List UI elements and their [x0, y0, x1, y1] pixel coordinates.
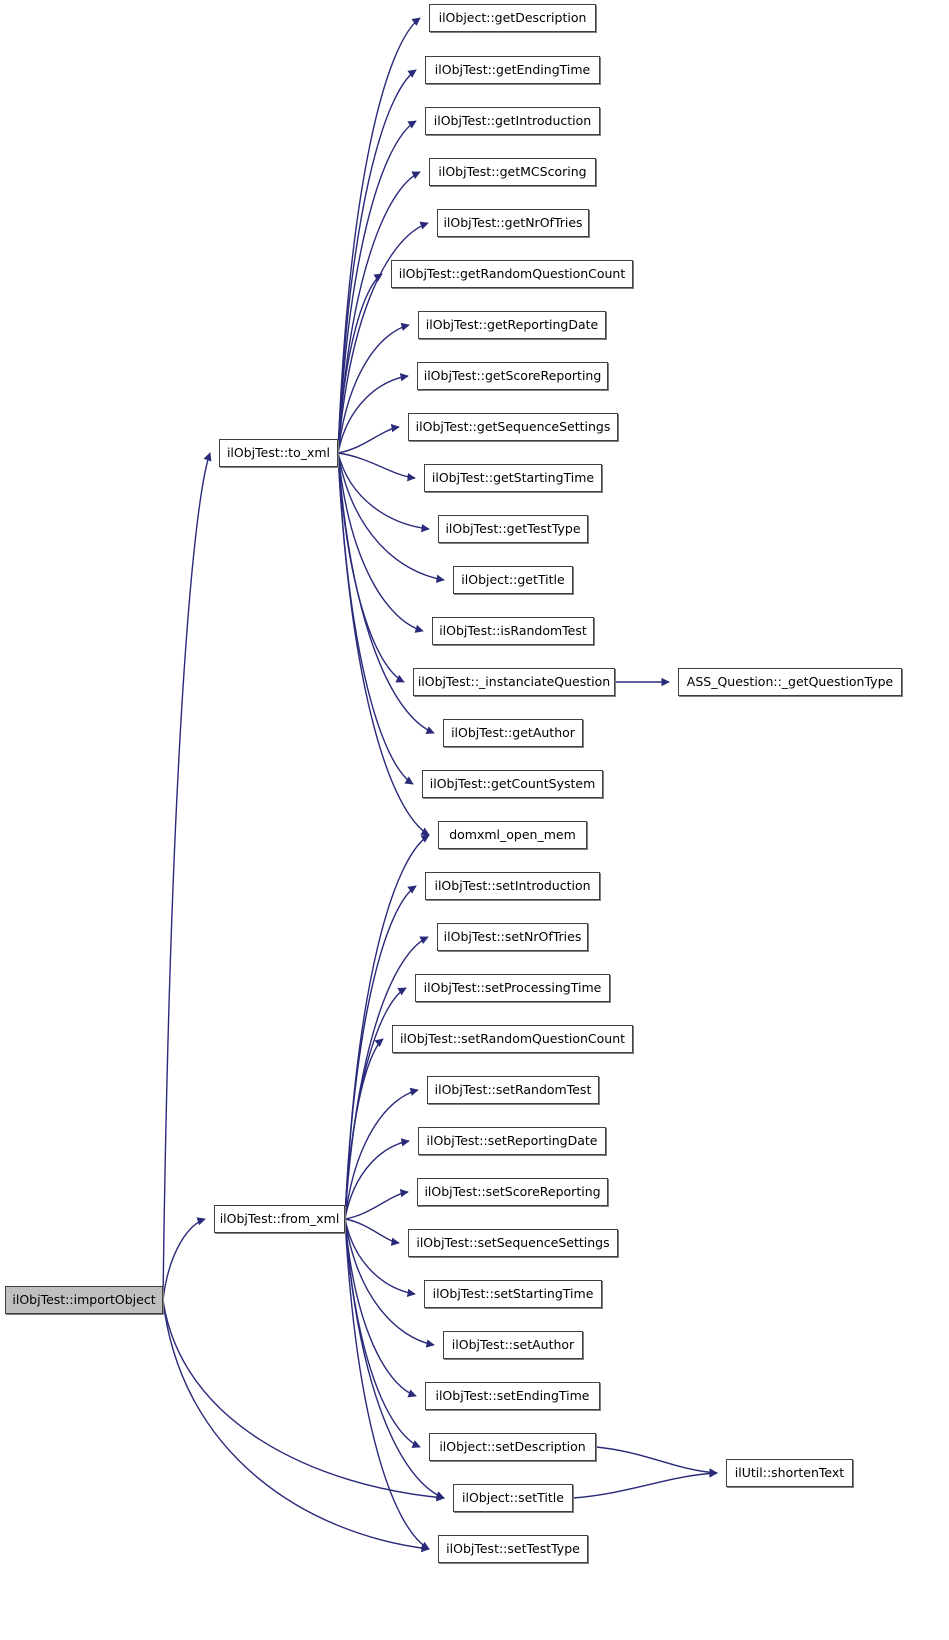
graph-edge-importObject-to-setTitle: [162, 1299, 445, 1502]
graph-edge-to_xml-to-getScoreReporting: [337, 373, 409, 454]
graph-node-setStartingTime[interactable]: ilObjTest::setStartingTime: [424, 1280, 602, 1308]
graph-node-label: ilObjTest::getTestType: [445, 520, 581, 536]
graph-node-domxml_open_mem[interactable]: domxml_open_mem: [438, 821, 587, 849]
graph-edge-to_xml-to-getReportingDate: [337, 322, 410, 454]
graph-edge-setDescription-to-shortenText: [595, 1446, 718, 1477]
graph-edge-to_xml-to-getCountSystem: [337, 452, 414, 785]
graph-node-getAuthor[interactable]: ilObjTest::getAuthor: [443, 719, 583, 747]
graph-node-label: ilObjTest::setRandomTest: [434, 1081, 592, 1097]
graph-node-setNrOfTries[interactable]: ilObjTest::setNrOfTries: [437, 923, 588, 951]
graph-node-shortenText[interactable]: ilUtil::shortenText: [726, 1459, 853, 1487]
graph-node-getCountSystem[interactable]: ilObjTest::getCountSystem: [422, 770, 603, 798]
graph-edge-setTitle-to-shortenText: [572, 1469, 718, 1499]
graph-node-label: ilObjTest::getSequenceSettings: [415, 418, 611, 434]
graph-node-setScoreReporting[interactable]: ilObjTest::setScoreReporting: [417, 1178, 608, 1206]
graph-edge-from_xml-to-setRandomQuestionCount: [344, 1038, 384, 1220]
graph-node-setEndingTime[interactable]: ilObjTest::setEndingTime: [425, 1382, 600, 1410]
graph-node-to_xml[interactable]: ilObjTest::to_xml: [219, 439, 338, 467]
graph-edge-to_xml-to-getStartingTime: [337, 452, 416, 482]
graph-edge-to_xml-to-getSequenceSettings: [337, 423, 400, 454]
graph-node-label: ilObjTest::getNrOfTries: [443, 214, 583, 230]
graph-node-label: ilUtil::shortenText: [734, 1464, 845, 1480]
graph-node-label: ilObject::setDescription: [439, 1438, 586, 1454]
graph-edge-to_xml-to-isRandomTest: [337, 452, 424, 633]
graph-node-label: ilObjTest::to_xml: [226, 444, 331, 460]
graph-node-label: ilObjTest::setScoreReporting: [424, 1183, 601, 1199]
graph-edge-importObject-to-to_xml: [162, 452, 212, 1301]
graph-node-label: ilObjTest::getStartingTime: [431, 469, 595, 485]
graph-edge-to_xml-to-getMCScoring: [337, 171, 421, 454]
graph-node-getEndingTime[interactable]: ilObjTest::getEndingTime: [425, 56, 600, 84]
graph-node-label: ilObjTest::setAuthor: [451, 1336, 575, 1352]
graph-edge-from_xml-to-setEndingTime: [344, 1218, 417, 1398]
graph-node-label: ilObjTest::getScoreReporting: [423, 367, 602, 383]
graph-node-_getQuestionType[interactable]: ASS_Question::_getQuestionType: [678, 668, 902, 696]
graph-edge-from_xml-to-setScoreReporting: [344, 1188, 409, 1220]
graph-edge-importObject-to-setTestType: [162, 1299, 430, 1553]
graph-node-label: ilObjTest::setSequenceSettings: [416, 1234, 610, 1250]
graph-node-label: ilObjTest::setReportingDate: [426, 1132, 598, 1148]
graph-node-getStartingTime[interactable]: ilObjTest::getStartingTime: [424, 464, 602, 492]
graph-node-getScoreReporting[interactable]: ilObjTest::getScoreReporting: [417, 362, 608, 390]
graph-edge-to_xml-to-_instanciateQuestion: [337, 452, 405, 683]
graph-edge-from_xml-to-setStartingTime: [344, 1218, 416, 1297]
graph-node-label: ilObjTest::setEndingTime: [435, 1387, 590, 1403]
graph-node-label: ilObjTest::_instanciateQuestion: [417, 673, 611, 689]
graph-node-setReportingDate[interactable]: ilObjTest::setReportingDate: [418, 1127, 606, 1155]
graph-node-isRandomTest[interactable]: ilObjTest::isRandomTest: [432, 617, 594, 645]
graph-node-label: ilObject::setTitle: [462, 1489, 564, 1505]
graph-node-setIntroduction[interactable]: ilObjTest::setIntroduction: [425, 872, 600, 900]
graph-node-setRandomQuestionCount[interactable]: ilObjTest::setRandomQuestionCount: [392, 1025, 633, 1053]
graph-node-label: ilObjTest::setIntroduction: [434, 877, 591, 893]
graph-node-setTestType[interactable]: ilObjTest::setTestType: [438, 1535, 588, 1563]
graph-node-label: ilObjTest::setStartingTime: [432, 1285, 594, 1301]
graph-node-getReportingDate[interactable]: ilObjTest::getReportingDate: [418, 311, 606, 339]
graph-node-label: ASS_Question::_getQuestionType: [686, 673, 894, 689]
graph-node-label: ilObjTest::isRandomTest: [439, 622, 587, 638]
graph-edge-importObject-to-from_xml: [162, 1217, 206, 1301]
graph-node-setSequenceSettings[interactable]: ilObjTest::setSequenceSettings: [408, 1229, 618, 1257]
graph-node-label: ilObjTest::getEndingTime: [434, 61, 591, 77]
graph-node-getMCScoring[interactable]: ilObjTest::getMCScoring: [429, 158, 596, 186]
graph-node-importObject[interactable]: ilObjTest::importObject: [5, 1286, 163, 1314]
graph-node-label: ilObjTest::getCountSystem: [429, 775, 596, 791]
graph-node-label: ilObjTest::getRandomQuestionCount: [398, 265, 626, 281]
graph-edge-from_xml-to-setSequenceSettings: [344, 1218, 400, 1246]
graph-node-getTitle[interactable]: ilObject::getTitle: [453, 566, 573, 594]
graph-node-label: ilObjTest::importObject: [12, 1291, 156, 1307]
graph-node-getSequenceSettings[interactable]: ilObjTest::getSequenceSettings: [408, 413, 618, 441]
graph-node-setProcessingTime[interactable]: ilObjTest::setProcessingTime: [415, 974, 610, 1002]
graph-edge-from_xml-to-setProcessingTime: [344, 987, 407, 1220]
graph-node-_instanciateQuestion[interactable]: ilObjTest::_instanciateQuestion: [413, 668, 615, 696]
graph-node-label: ilObjTest::from_xml: [219, 1210, 340, 1226]
graph-edge-to_xml-to-getRandomQuestionCount: [337, 273, 383, 454]
graph-node-label: ilObject::getDescription: [438, 9, 587, 25]
graph-node-getNrOfTries[interactable]: ilObjTest::getNrOfTries: [437, 209, 589, 237]
graph-edge-to_xml-to-getTestType: [337, 452, 430, 533]
graph-node-label: ilObjTest::setNrOfTries: [443, 928, 582, 944]
graph-node-getDescription[interactable]: ilObject::getDescription: [429, 4, 596, 32]
graph-node-setTitle[interactable]: ilObject::setTitle: [453, 1484, 573, 1512]
graph-node-label: ilObjTest::getAuthor: [451, 724, 575, 740]
graph-edge-from_xml-to-setReportingDate: [344, 1138, 410, 1220]
graph-node-label: ilObjTest::getReportingDate: [425, 316, 599, 332]
graph-node-label: ilObjTest::setProcessingTime: [423, 979, 602, 995]
graph-node-getTestType[interactable]: ilObjTest::getTestType: [438, 515, 588, 543]
graph-edge-from_xml-to-setRandomTest: [344, 1087, 419, 1220]
graph-node-label: ilObjTest::getMCScoring: [438, 163, 587, 179]
graph-node-setAuthor[interactable]: ilObjTest::setAuthor: [443, 1331, 583, 1359]
graph-node-from_xml[interactable]: ilObjTest::from_xml: [214, 1205, 345, 1233]
graph-node-label: ilObjTest::getIntroduction: [433, 112, 592, 128]
graph-node-label: ilObjTest::setRandomQuestionCount: [399, 1030, 626, 1046]
graph-node-setDescription[interactable]: ilObject::setDescription: [429, 1433, 596, 1461]
graph-node-label: domxml_open_mem: [449, 826, 576, 842]
graph-edge-to_xml-to-domxml_open_mem: [337, 452, 430, 836]
graph-node-getRandomQuestionCount[interactable]: ilObjTest::getRandomQuestionCount: [391, 260, 633, 288]
graph-node-setRandomTest[interactable]: ilObjTest::setRandomTest: [427, 1076, 599, 1104]
graph-edge-to_xml-to-getDescription: [337, 17, 421, 454]
graph-node-getIntroduction[interactable]: ilObjTest::getIntroduction: [425, 107, 600, 135]
graph-node-label: ilObject::getTitle: [461, 571, 565, 587]
graph-edge-from_xml-to-setTestType: [344, 1218, 430, 1550]
graph-node-label: ilObjTest::setTestType: [446, 1540, 580, 1556]
